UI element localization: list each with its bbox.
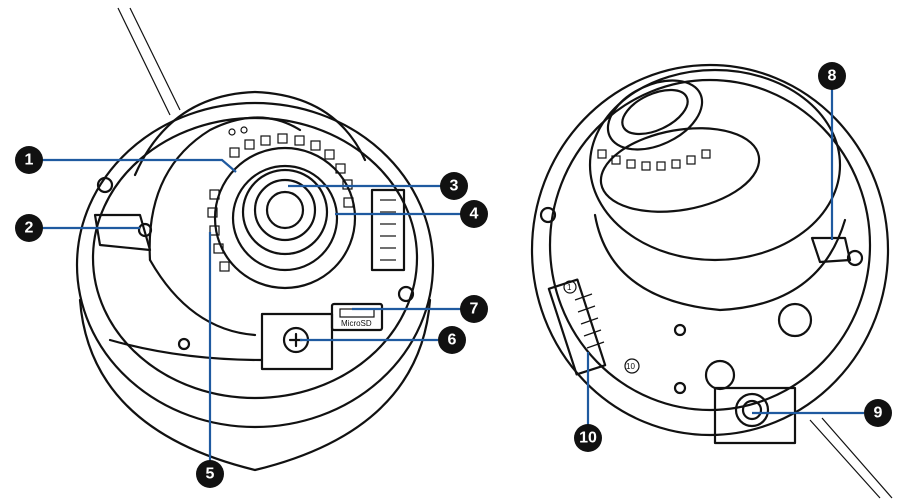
callout-7: 7 bbox=[460, 295, 488, 323]
callout-3: 3 bbox=[440, 172, 468, 200]
callout-1-label: 1 bbox=[25, 152, 34, 169]
callout-8: 8 bbox=[818, 62, 846, 90]
callout-4: 4 bbox=[460, 200, 488, 228]
callout-1: 1 bbox=[15, 146, 43, 174]
callout-2: 2 bbox=[15, 214, 43, 242]
callout-2-label: 2 bbox=[25, 220, 34, 237]
callout-4-label: 4 bbox=[470, 206, 479, 223]
callout-5-label: 5 bbox=[206, 466, 215, 483]
terminal-first-label: 1 bbox=[567, 283, 572, 292]
callout-10-label: 10 bbox=[579, 430, 597, 447]
ir-led-ring bbox=[207, 126, 354, 272]
right-camera: 1 10 bbox=[530, 63, 893, 499]
terminal-last-label: 10 bbox=[626, 362, 635, 371]
microsd-slot-label: MicroSD bbox=[341, 319, 372, 328]
callout-7-label: 7 bbox=[470, 301, 479, 318]
callout-10: 10 bbox=[574, 424, 602, 452]
left-camera: MicroSD bbox=[75, 7, 435, 472]
callout-9: 9 bbox=[864, 399, 892, 427]
callout-6-label: 6 bbox=[448, 332, 457, 349]
right-ir-led-ring bbox=[597, 149, 711, 171]
leader-lines bbox=[42, 88, 864, 470]
callout-5: 5 bbox=[196, 460, 224, 488]
callout-8-label: 8 bbox=[828, 68, 837, 85]
callout-6: 6 bbox=[438, 326, 466, 354]
callout-3-label: 3 bbox=[450, 178, 459, 195]
callout-9-label: 9 bbox=[874, 405, 883, 422]
